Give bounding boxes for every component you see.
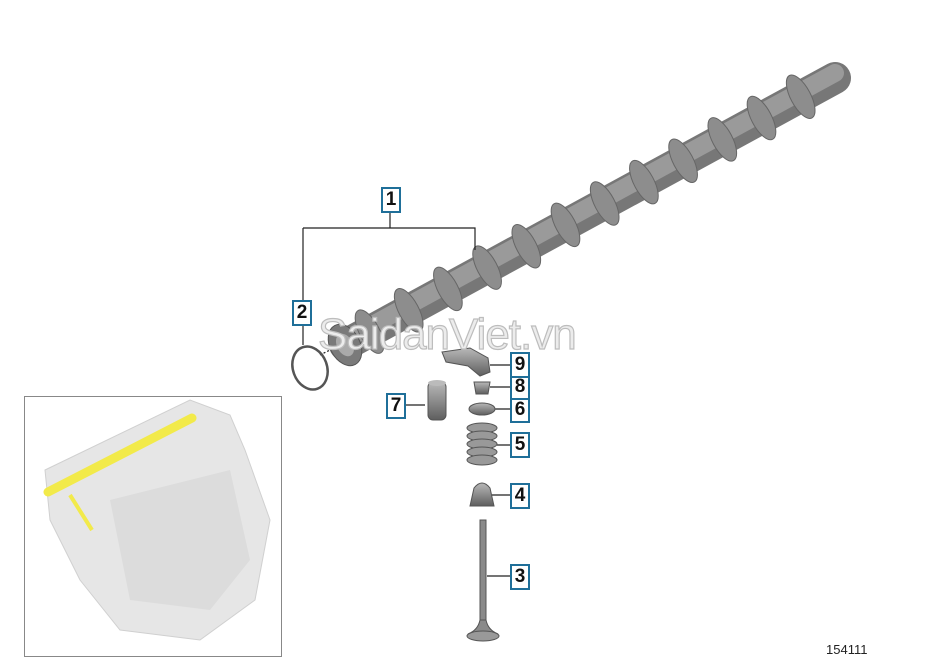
watermark: SaidanViet.vn <box>317 309 577 359</box>
spring-seat <box>468 402 496 416</box>
callout-1[interactable]: 1 <box>381 187 401 213</box>
cam-lobe <box>668 138 698 183</box>
callout-2[interactable]: 2 <box>292 300 312 326</box>
valve-cotter <box>473 381 491 395</box>
callout-4[interactable]: 4 <box>510 483 530 509</box>
leader-lines <box>302 212 510 577</box>
valve-spring <box>466 422 498 466</box>
cam-lobe <box>746 95 777 141</box>
hydraulic-lifter <box>427 380 447 421</box>
rocker-arm <box>441 347 491 377</box>
valve <box>466 519 500 642</box>
cam-lobe <box>589 181 620 226</box>
cam-lobe <box>511 224 542 269</box>
callout-3[interactable]: 3 <box>510 564 530 590</box>
callout-7[interactable]: 7 <box>386 393 406 419</box>
figure-number: 154111 <box>826 642 868 657</box>
cam-lobe <box>393 288 424 333</box>
valve-stem-seal <box>469 482 495 507</box>
cam-lobe <box>785 74 816 119</box>
engine-inset <box>24 396 282 657</box>
callout-6[interactable]: 6 <box>510 397 530 423</box>
cam-lobe <box>707 117 738 162</box>
cam-lobe <box>629 159 659 205</box>
cam-lobe <box>550 202 581 248</box>
cam-lobe <box>472 245 502 290</box>
callout-9[interactable]: 9 <box>510 352 530 378</box>
cam-lobe <box>354 309 385 354</box>
callout-5[interactable]: 5 <box>510 432 530 458</box>
o-ring <box>291 345 329 391</box>
camshaft <box>327 62 851 367</box>
cam-lobe <box>433 266 463 312</box>
